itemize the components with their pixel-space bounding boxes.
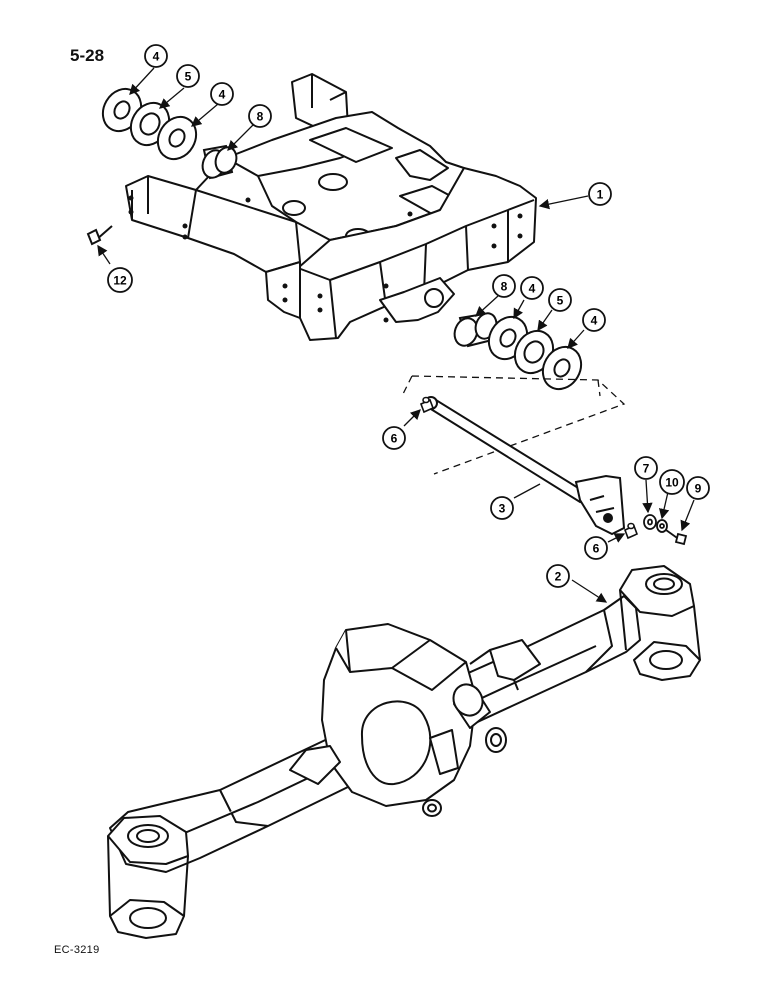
callout-label: 2 — [555, 570, 562, 584]
callout-5-washer-top-left: 5 — [176, 64, 200, 88]
leader-lines — [97, 67, 695, 603]
grease-fitting-top — [419, 396, 435, 414]
assembly-guide-lines — [401, 375, 626, 475]
callout-label: 9 — [695, 482, 702, 496]
callout-4-washer-top-middle: 4 — [210, 82, 234, 106]
callout-label: 6 — [593, 542, 600, 556]
callout-8-bushing-top: 8 — [248, 104, 272, 128]
callout-label: 5 — [557, 294, 564, 308]
callout-label: 10 — [665, 476, 679, 490]
callout-label: 7 — [643, 462, 650, 476]
callout-label: 5 — [185, 70, 192, 84]
callout-2-front-axle: 2 — [546, 564, 570, 588]
callout-10-washer: 10 — [659, 469, 685, 495]
callout-label: 3 — [499, 502, 506, 516]
callout-6-fitting-bottom: 6 — [584, 536, 608, 560]
callout-label: 4 — [219, 88, 226, 102]
callout-1-support-frame: 1 — [588, 182, 612, 206]
callout-4-washer-right: 4 — [520, 276, 544, 300]
washer-10 — [656, 519, 668, 533]
callout-8-bushing-right: 8 — [492, 274, 516, 298]
callout-label: 4 — [529, 282, 536, 296]
frame-bolt-holes — [128, 195, 523, 323]
callout-label: 12 — [113, 274, 127, 288]
callout-4-washer-far-right: 4 — [582, 308, 606, 332]
callout-7-nut: 7 — [634, 456, 658, 480]
bushing-right — [453, 312, 498, 348]
support-frame — [125, 73, 537, 341]
drawing-code: EC-3219 — [54, 944, 100, 956]
washers-right — [487, 315, 583, 391]
callout-5-washer-right: 5 — [548, 288, 572, 312]
callout-label: 1 — [597, 188, 604, 202]
nut-7 — [643, 514, 657, 530]
washers-left — [101, 87, 198, 161]
callout-12-bolt: 12 — [107, 267, 133, 293]
bolt-9 — [665, 529, 688, 546]
callout-label: 4 — [153, 50, 160, 64]
callout-label: 6 — [391, 432, 398, 446]
bolt-12 — [86, 225, 113, 246]
page-number: 5-28 — [70, 46, 105, 65]
callout-label: 8 — [257, 110, 264, 124]
callout-6-fitting-top: 6 — [382, 426, 406, 450]
callout-9-bolt: 9 — [686, 476, 710, 500]
pivot-pin — [424, 396, 626, 536]
callout-label: 4 — [591, 314, 598, 328]
callout-label: 8 — [501, 280, 508, 294]
callout-3-pivot-pin: 3 — [490, 496, 514, 520]
grease-fitting-bottom — [623, 522, 639, 540]
callout-4-washer-top-left: 4 — [144, 44, 168, 68]
bushing-left — [201, 144, 238, 180]
front-axle — [107, 565, 701, 939]
